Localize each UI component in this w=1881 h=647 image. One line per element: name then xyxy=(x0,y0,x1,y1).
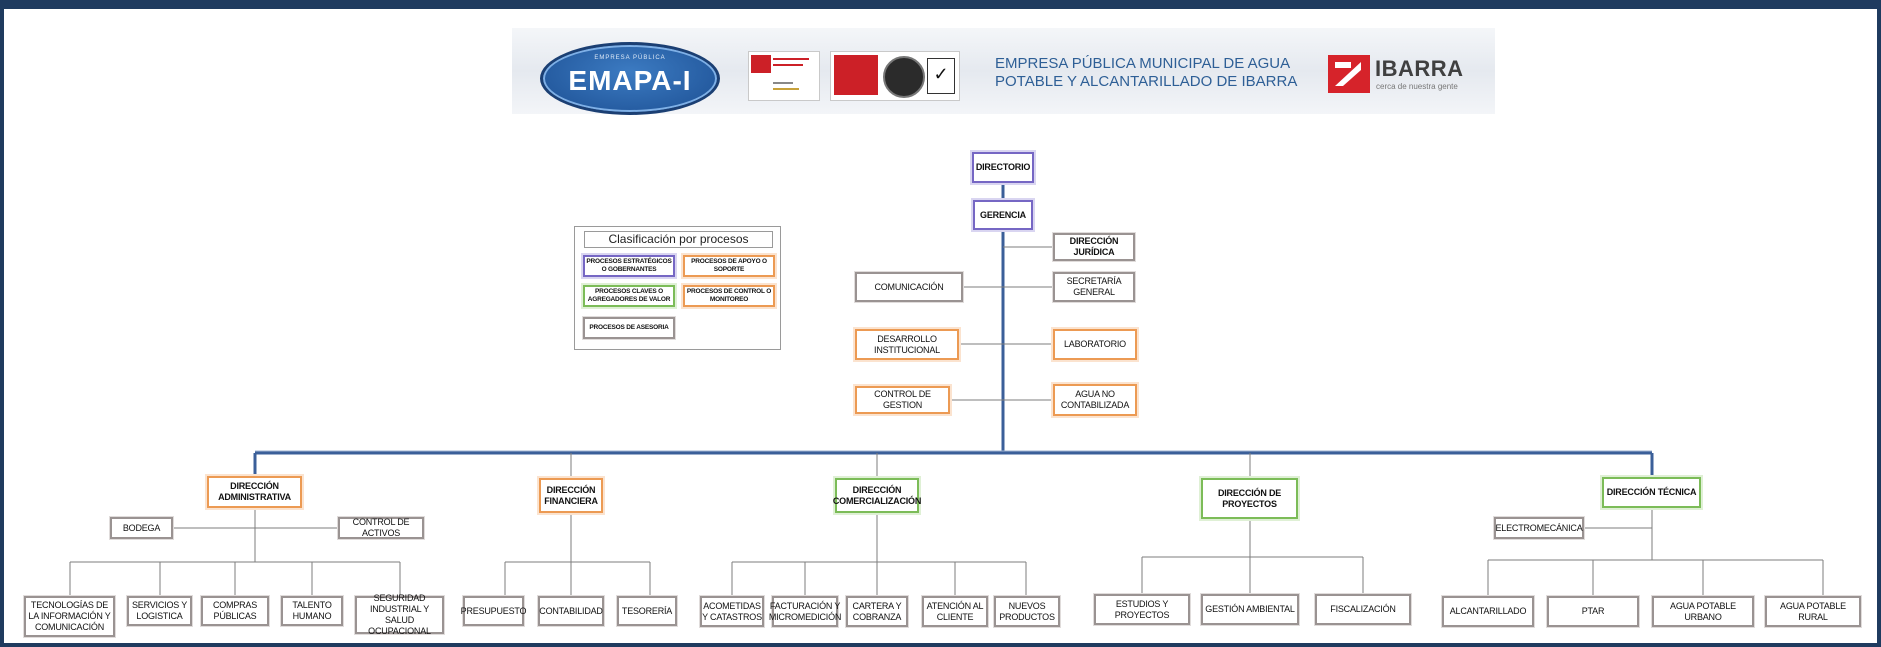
company-name: EMPRESA PÚBLICA MUNICIPAL DE AGUA POTABL… xyxy=(995,55,1315,91)
node-ptar: PTAR xyxy=(1547,596,1639,627)
node-electromecanica: ELECTROMECÁNICA xyxy=(1494,517,1584,539)
node-laboratorio: LABORATORIO xyxy=(1053,329,1137,360)
node-directorio: DIRECTORIO xyxy=(972,152,1034,183)
legend-item-control: PROCESOS DE CONTROL O MONITOREO xyxy=(683,285,775,307)
emapa-logo: EMPRESA PÚBLICA EMAPA-I xyxy=(540,42,720,115)
node-tesoreria: TESORERÍA xyxy=(617,596,677,626)
node-control-gestion: CONTROL DE GESTION xyxy=(855,386,950,414)
node-desarrollo-institucional: DESARROLLO INSTITUCIONAL xyxy=(855,329,959,360)
node-direccion-tecnica: DIRECCIÓN TÉCNICA xyxy=(1602,477,1701,508)
node-cartera-cobranza: CARTERA Y COBRANZA xyxy=(846,596,908,627)
node-facturacion-micromedicion: FACTURACIÓN Y MICROMEDICIÓN xyxy=(769,596,841,627)
legend-item-estrategicos: PROCESOS ESTRATÉGICOS O GOBERNANTES xyxy=(583,255,675,277)
node-gerencia: GERENCIA xyxy=(973,200,1033,230)
bureau-veritas-logo: ✓ xyxy=(830,51,960,101)
legend-item-asesoria: PROCESOS DE ASESORIA xyxy=(583,317,675,339)
node-atencion-cliente: ATENCIÓN AL CLIENTE xyxy=(922,596,988,627)
node-comunicacion: COMUNICACIÓN xyxy=(855,272,963,302)
node-direccion-financiera: DIRECCIÓN FINANCIERA xyxy=(539,478,603,513)
ibarra-logo-tagline: cerca de nuestra gente xyxy=(1376,82,1458,91)
company-name-line2: POTABLE Y ALCANTARILLADO DE IBARRA xyxy=(995,73,1298,90)
node-contabilidad: CONTABILIDAD xyxy=(538,596,604,626)
node-bodega: BODEGA xyxy=(110,517,173,539)
legend-title: Clasificación por procesos xyxy=(584,231,773,248)
legend-item-claves: PROCESOS CLAVES O AGREGADORES DE VALOR xyxy=(583,285,675,307)
company-name-line1: EMPRESA PÚBLICA MUNICIPAL DE AGUA xyxy=(995,55,1291,72)
node-agua-potable-urbano: AGUA POTABLE URBANO xyxy=(1652,596,1754,627)
node-compras-publicas: COMPRAS PÚBLICAS xyxy=(201,596,269,626)
node-control-activos: CONTROL DE ACTIVOS xyxy=(338,517,424,539)
node-estudios-proyectos: ESTUDIOS Y PROYECTOS xyxy=(1094,594,1190,625)
node-acometidas-catastros: ACOMETIDAS Y CATASTROS xyxy=(700,596,764,627)
ibarra-logo-word: IBARRA xyxy=(1375,56,1464,81)
node-presupuesto: PRESUPUESTO xyxy=(461,596,527,626)
node-talento-humano: TALENTO HUMANO xyxy=(281,596,343,626)
legend-item-apoyo: PROCESOS DE APOYO O SOPORTE xyxy=(683,255,775,277)
node-tecnologias-informacion: TECNOLOGÍAS DE LA INFORMACIÓN Y COMUNICA… xyxy=(24,596,115,637)
emapa-logo-word: EMAPA-I xyxy=(568,65,692,96)
node-secretaria-general: SECRETARÍA GENERAL xyxy=(1053,272,1135,302)
iso-certificate-logo xyxy=(748,51,820,101)
emapa-logo-caption: EMPRESA PÚBLICA xyxy=(594,55,666,61)
node-direccion-administrativa: DIRECCIÓN ADMINISTRATIVA xyxy=(207,476,302,508)
node-direccion-proyectos: DIRECCIÓN DE PROYECTOS xyxy=(1201,478,1298,519)
node-fiscalizacion: FISCALIZACIÓN xyxy=(1315,594,1411,625)
node-servicios-logistica: SERVICIOS Y LOGISTICA xyxy=(127,596,192,626)
ibarra-logo-icon xyxy=(1328,55,1370,93)
node-agua-no-contabilizada: AGUA NO CONTABILIZADA xyxy=(1053,384,1137,416)
node-agua-potable-rural: AGUA POTABLE RURAL xyxy=(1765,596,1861,627)
node-nuevos-productos: NUEVOS PRODUCTOS xyxy=(994,596,1060,627)
node-gestion-ambiental: GESTIÓN AMBIENTAL xyxy=(1201,594,1299,625)
node-alcantarillado: ALCANTARILLADO xyxy=(1442,596,1534,627)
node-seguridad-industrial: SEGURIDAD INDUSTRIAL Y SALUD OCUPACIONAL xyxy=(355,593,444,636)
process-legend: Clasificación por procesos PROCESOS ESTR… xyxy=(574,226,781,350)
node-direccion-juridica: DIRECCIÓN JURÍDICA xyxy=(1053,233,1135,261)
node-direccion-comercializacion: DIRECCIÓN COMERCIALIZACIÓN xyxy=(833,478,921,513)
